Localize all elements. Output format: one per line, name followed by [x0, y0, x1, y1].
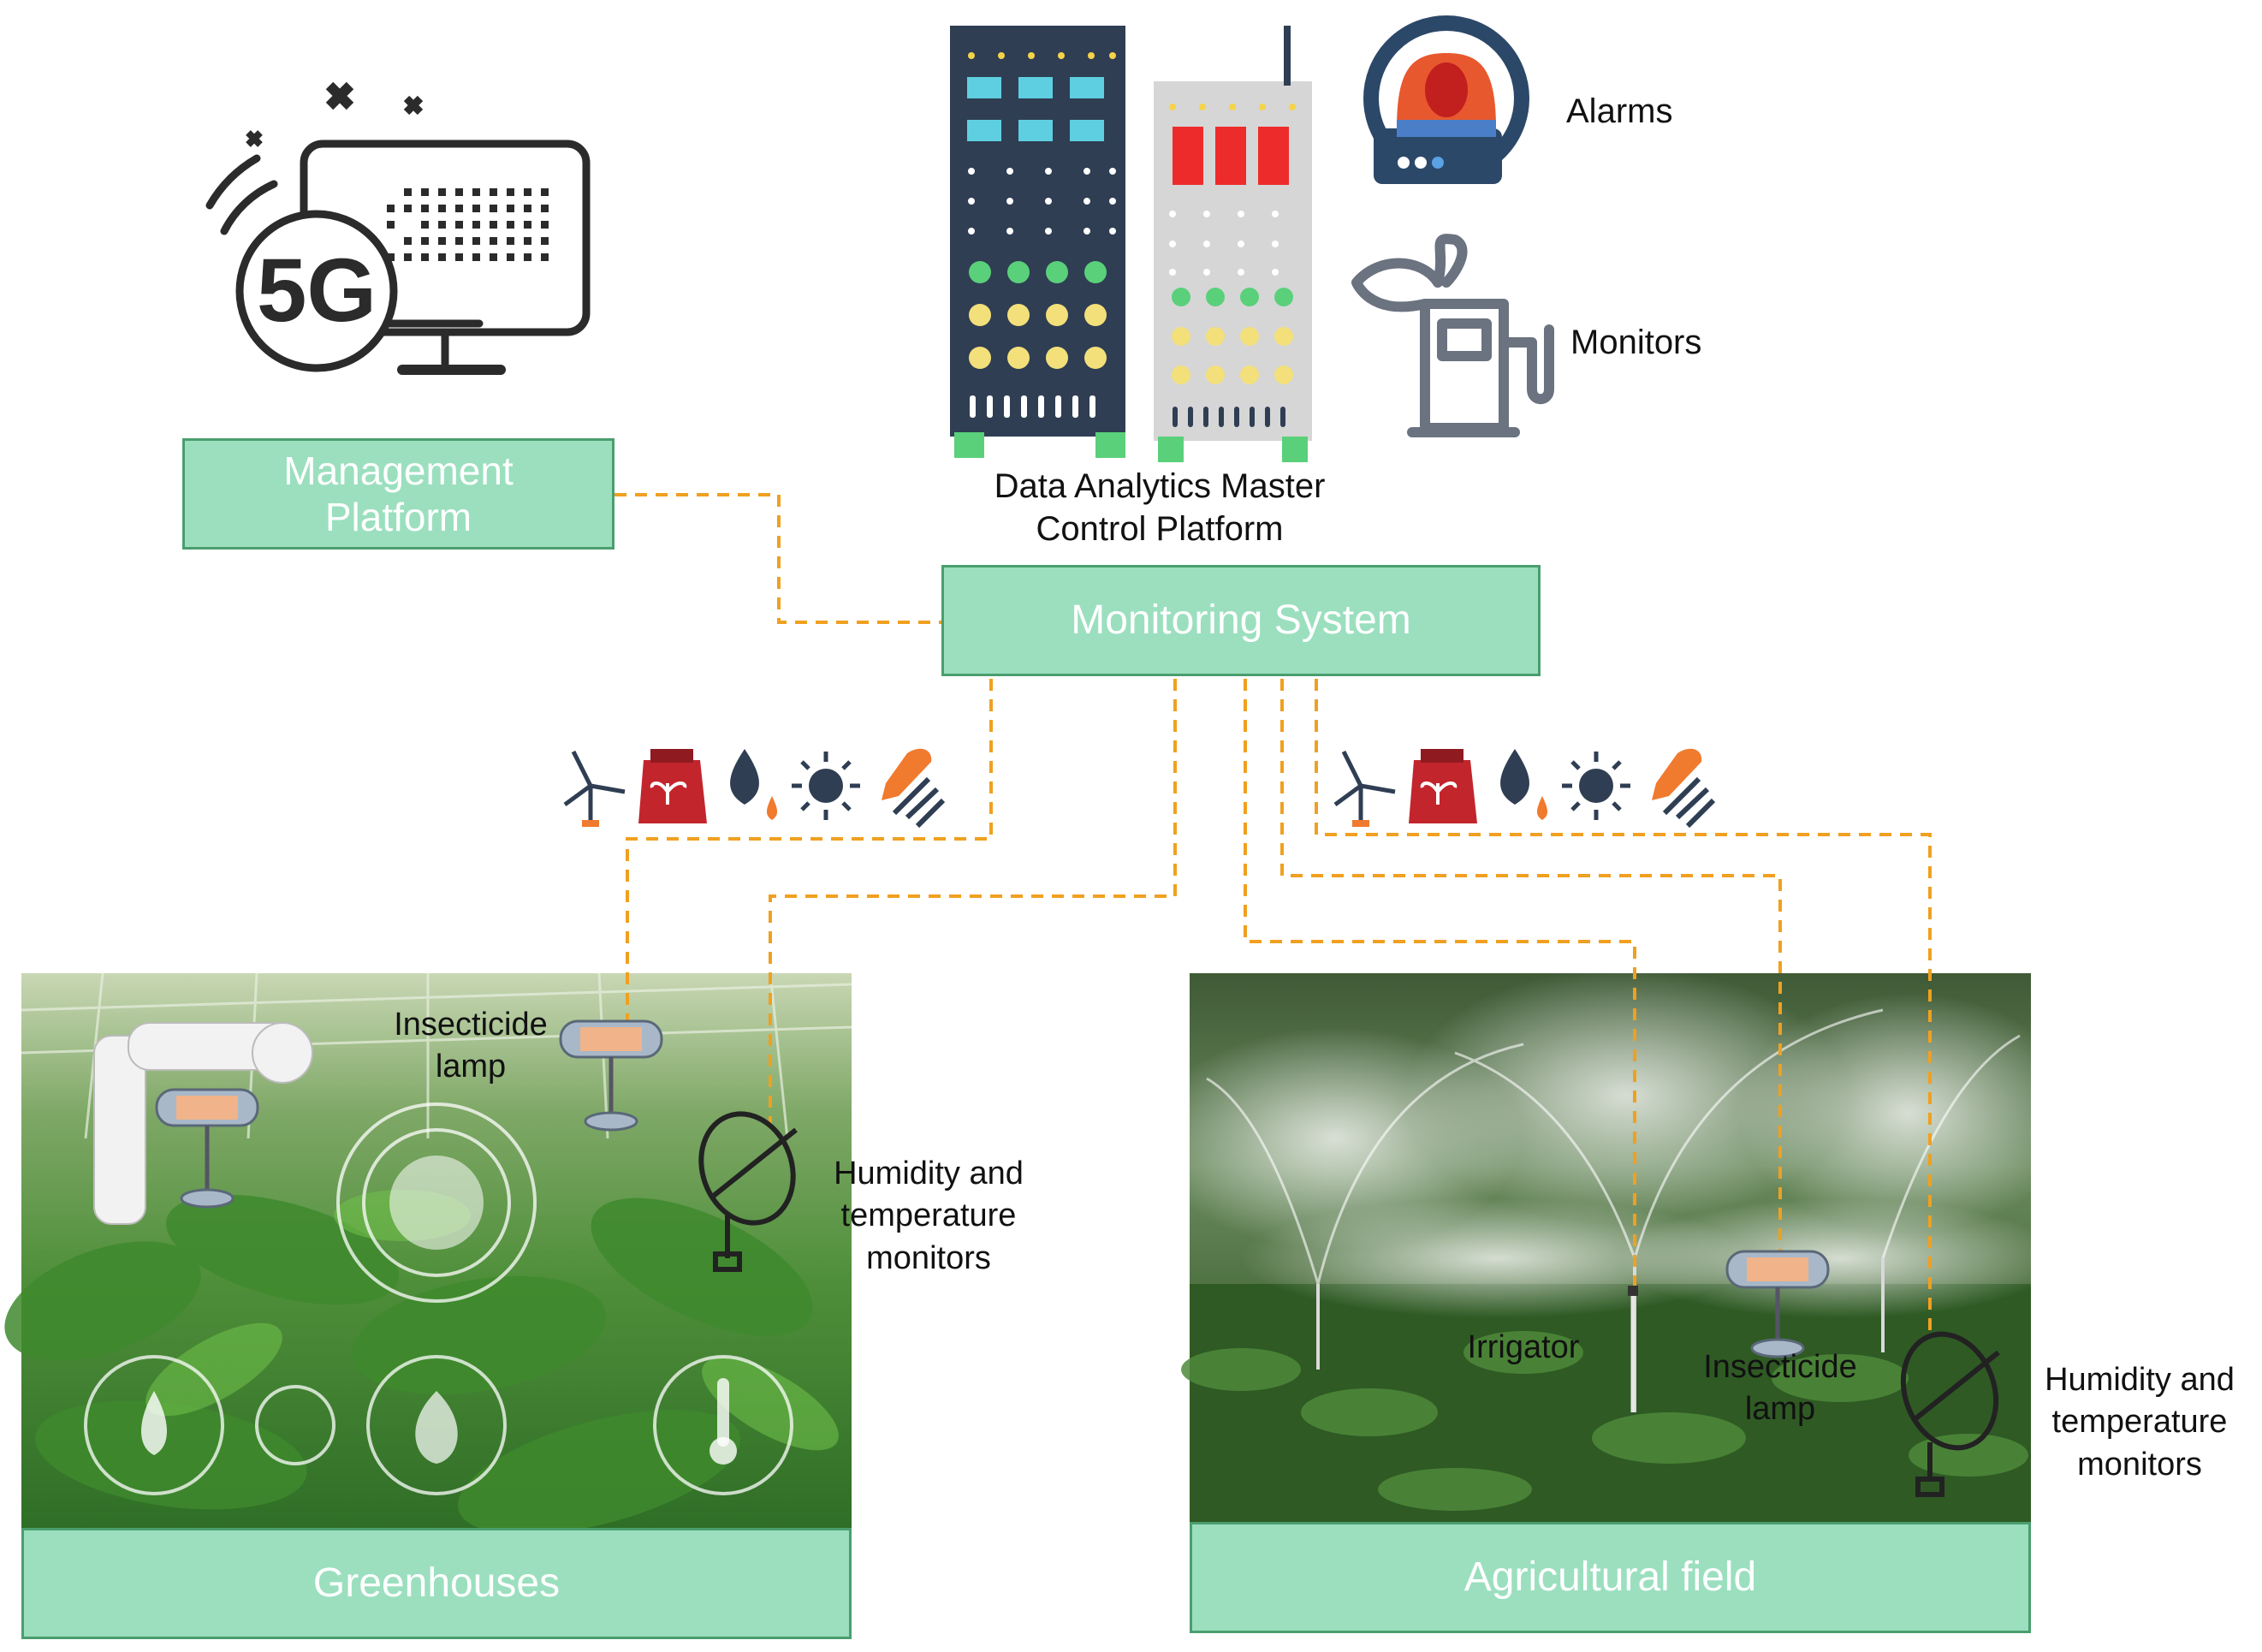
matrix-dot [472, 221, 480, 229]
matrix-dot [524, 253, 531, 261]
matrix-dot [438, 188, 446, 196]
insecticide-lamp-icon [155, 1088, 259, 1209]
garden-tools-icon [882, 748, 946, 829]
monitors-label: Monitors [1570, 324, 1702, 361]
connector-lines [614, 493, 1932, 1335]
matrix-dot [507, 205, 514, 212]
matrix-dot [438, 221, 446, 229]
garden-tools-icon [1652, 748, 1716, 829]
greenhouse-humidity-label: Humidity and temperature monitors [834, 1156, 1024, 1276]
insecticide-lamp-icon [1725, 1250, 1830, 1358]
matrix-dot [490, 205, 497, 212]
matrix-dot [438, 205, 446, 212]
fertilizer-bag-icon [1409, 749, 1477, 823]
humidity-monitor-icon [698, 1111, 798, 1272]
matrix-dot [421, 221, 429, 229]
water-drop-icon [1500, 749, 1548, 820]
fertilizer-bag-icon [638, 749, 707, 823]
agricultural-field-label: Agricultural field [1463, 1554, 1757, 1600]
humidity-monitor-icon [1900, 1331, 2000, 1497]
matrix-dot [524, 221, 531, 229]
matrix-dot [404, 237, 412, 245]
matrix-dot [490, 253, 497, 261]
resource-icons-left [563, 748, 946, 829]
wind-turbine-icon [563, 750, 626, 827]
dot-matrix [387, 188, 549, 261]
matrix-dot [541, 253, 549, 261]
water-drop-icon [730, 749, 778, 820]
matrix-dot [472, 188, 480, 196]
monitoring-system-label: Monitoring System [1071, 597, 1411, 643]
alarm-siren-icon [1363, 15, 1529, 184]
matrix-dot [490, 237, 497, 245]
matrix-dot [387, 221, 395, 229]
matrix-dot [507, 253, 514, 261]
server-racks-icon [950, 26, 1312, 462]
matrix-dot [387, 253, 395, 261]
irrigator-label: Irrigator [1467, 1329, 1580, 1365]
matrix-dot [472, 205, 480, 212]
matrix-dot [541, 188, 549, 196]
insecticide-lamp-icon [559, 1019, 663, 1132]
matrix-dot [524, 237, 531, 245]
management-platform-label: Management Platform [283, 448, 514, 539]
data-platform-label: Data Analytics Master Control Platform [994, 467, 1326, 548]
agricultural-field-box: Agricultural field [1190, 1522, 2031, 1633]
5g-computer-icon [205, 140, 591, 375]
monitoring-system-box: Monitoring System [941, 565, 1541, 676]
matrix-dot [455, 237, 463, 245]
resource-icons-right [1333, 748, 1716, 829]
matrix-dot [404, 188, 412, 196]
matrix-dot [421, 237, 429, 245]
irrigator-icon [1628, 1286, 1638, 1412]
matrix-dot [541, 237, 549, 245]
management-platform-box: Management Platform [182, 438, 614, 550]
sun-icon [1562, 752, 1630, 820]
matrix-dot [455, 188, 463, 196]
matrix-dot [421, 188, 429, 196]
matrix-dot [404, 205, 412, 212]
matrix-dot [438, 237, 446, 245]
matrix-dot [524, 188, 531, 196]
greenhouse-lamp-label: Insecticide lamp [394, 1007, 548, 1085]
matrix-dot [507, 237, 514, 245]
matrix-dot [455, 205, 463, 212]
greenhouses-box: Greenhouses [21, 1528, 852, 1639]
wind-turbine-icon [1333, 750, 1396, 827]
matrix-dot [490, 221, 497, 229]
matrix-dot [455, 221, 463, 229]
matrix-dot [455, 253, 463, 261]
matrix-dot [507, 188, 514, 196]
plant-fuel-pump-icon [1351, 234, 1554, 437]
matrix-dot [421, 205, 429, 212]
5g-text: 5G [257, 241, 377, 341]
matrix-dot [490, 188, 497, 196]
matrix-dot [404, 253, 412, 261]
matrix-dot [541, 205, 549, 212]
field-lamp-label: Insecticide lamp [1703, 1349, 1857, 1428]
greenhouses-label: Greenhouses [312, 1560, 561, 1606]
sun-icon [792, 752, 860, 820]
sparkle-icons [246, 81, 424, 147]
matrix-dot [524, 205, 531, 212]
matrix-dot [541, 221, 549, 229]
matrix-dot [421, 253, 429, 261]
svg-text:5G: 5G [257, 241, 377, 341]
matrix-dot [472, 237, 480, 245]
alarms-label: Alarms [1566, 92, 1673, 130]
matrix-dot [507, 221, 514, 229]
field-photo [1147, 967, 2080, 1522]
matrix-dot [438, 253, 446, 261]
field-humidity-label: Humidity and temperature monitors [2045, 1362, 2235, 1483]
matrix-dot [387, 205, 395, 212]
greenhouse-photo [4, 972, 852, 1535]
matrix-dot [472, 253, 480, 261]
